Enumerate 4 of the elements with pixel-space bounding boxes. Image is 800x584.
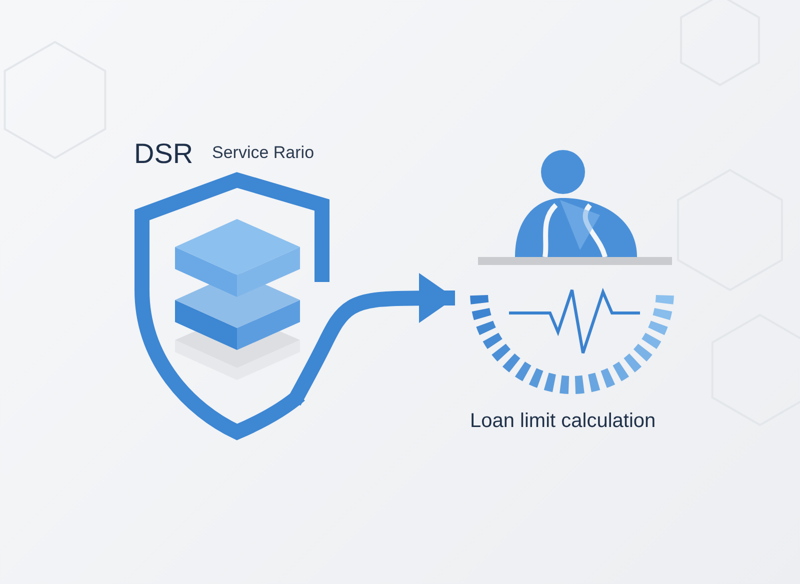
caption-text: Loan limit calculation — [470, 410, 656, 433]
subtitle-text: Service Rario — [212, 143, 314, 163]
title-text: DSR — [134, 138, 194, 170]
curved-arrow — [287, 273, 455, 406]
